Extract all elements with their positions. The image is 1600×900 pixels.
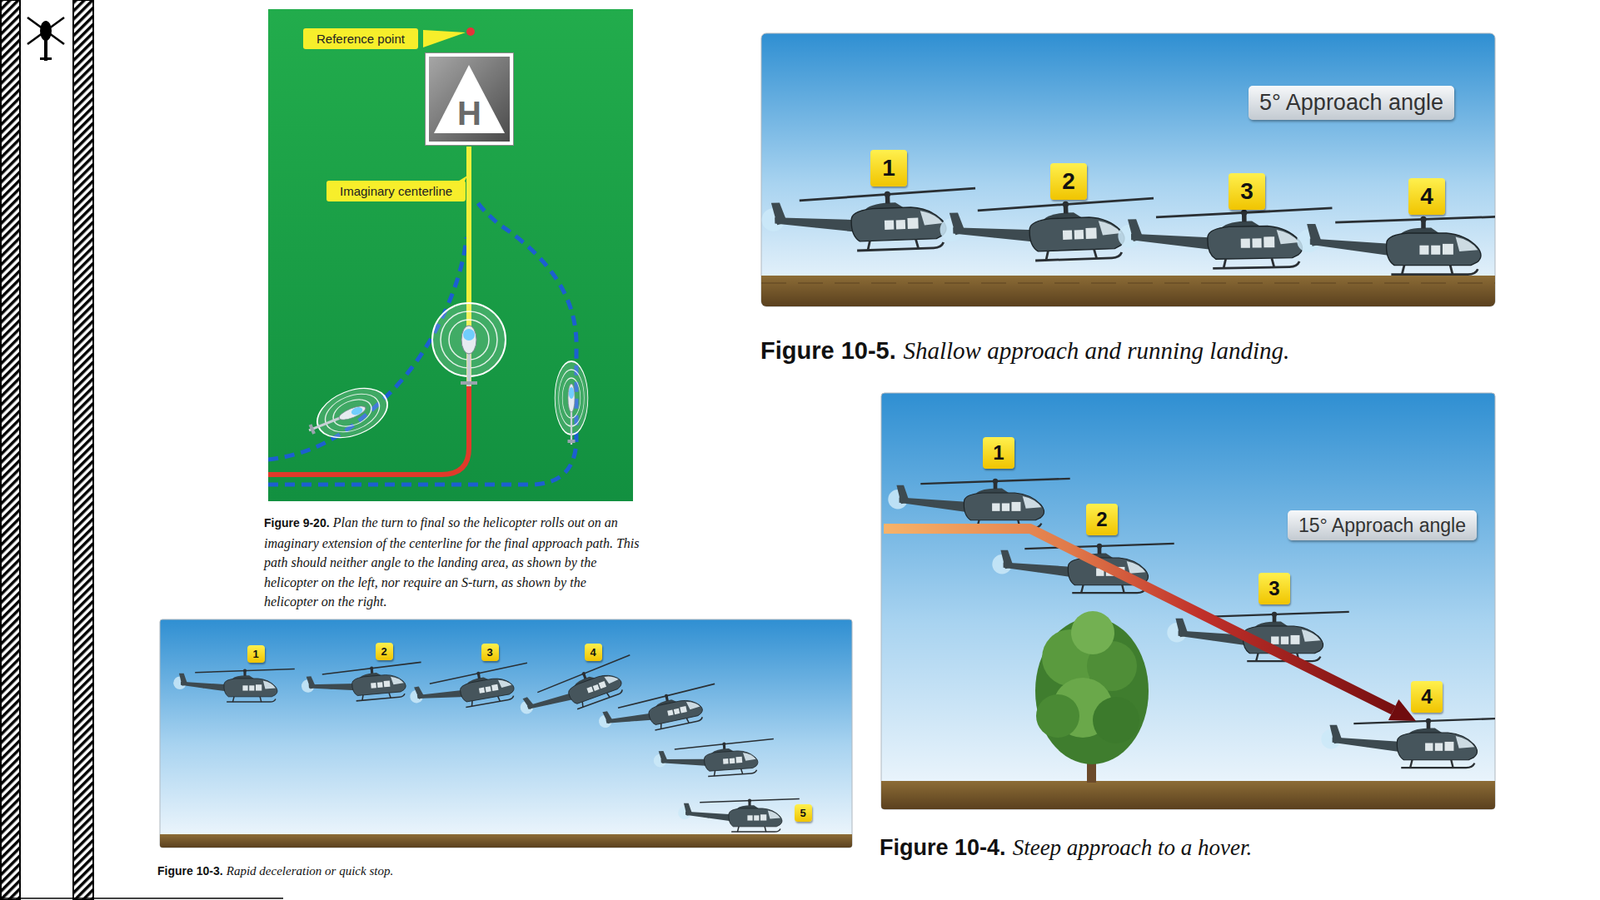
figure-number: Figure 10-4. — [879, 835, 1007, 861]
figure-10-5-panel — [761, 33, 1512, 307]
callout-tag: Reference point — [303, 28, 419, 50]
figure-10-3-panel — [159, 619, 853, 848]
callout-number: 3 — [481, 643, 499, 662]
figure-number: Figure 10-3. — [157, 864, 224, 878]
callout-number: 3 — [1228, 173, 1266, 210]
caption-text: Steep approach to a hover. — [1012, 835, 1253, 861]
illustration-part — [268, 27, 589, 485]
figure-10-4-panel — [881, 393, 1504, 810]
illustration-part — [883, 528, 1394, 711]
illustration-part — [0, 897, 284, 900]
illustration-part — [515, 655, 641, 728]
caption-text: Shallow approach and running landing. — [902, 337, 1290, 364]
illustration-part — [1036, 694, 1080, 738]
helicopter-icon — [27, 17, 65, 61]
illustration-part — [887, 478, 1070, 529]
illustration-part — [652, 738, 777, 781]
illustration-part — [1071, 611, 1115, 655]
caption-text: Rapid deceleration or quick stop. — [226, 864, 394, 878]
illustration-part — [39, 57, 52, 60]
helipad-box: H — [425, 53, 514, 145]
illustration-part — [159, 834, 853, 848]
illustration-part — [677, 799, 800, 833]
illustration-part — [268, 198, 577, 485]
callout-number: 1 — [247, 645, 265, 663]
illustration-part — [159, 619, 853, 848]
callout-number: 4 — [1410, 681, 1443, 713]
figure-number: Figure 10-5. — [760, 337, 897, 364]
illustration-part — [159, 655, 853, 848]
illustration-part — [73, 0, 94, 900]
callout-number: 4 — [584, 643, 603, 662]
approach-angle-text: 5° Approach angle — [1259, 89, 1444, 118]
illustration-part — [881, 781, 1496, 810]
illustration-part — [1296, 216, 1496, 275]
figure-9-20-panel — [268, 9, 634, 502]
callout-number: 1 — [870, 149, 908, 187]
approach-angle-text: 15° Approach angle — [1298, 513, 1466, 539]
callout-tag: Imaginary centerline — [326, 180, 466, 202]
figure-caption: Figure 10-3.Rapid deceleration or quick … — [157, 862, 394, 880]
illustration-part — [300, 662, 424, 706]
illustration-part — [466, 27, 475, 36]
illustration-part — [1092, 697, 1140, 744]
callout-number: 2 — [1086, 503, 1118, 536]
illustration-part — [1320, 718, 1496, 768]
illustration-part — [881, 478, 1496, 810]
illustration-part — [0, 0, 20, 900]
approach-angle-box: 15° Approach angle — [1287, 510, 1477, 542]
figure-number: Figure 9-20. — [264, 516, 330, 530]
callout-number: 4 — [1408, 178, 1446, 215]
illustration-part — [300, 378, 394, 451]
illustration-part — [761, 33, 1496, 307]
callout-number: 1 — [982, 437, 1015, 469]
approach-angle-box: 5° Approach angle — [1248, 85, 1455, 121]
figure-caption: Figure 10-5.Shallow approach and running… — [760, 335, 1290, 370]
figure-caption: Figure 9-20.Plan the turn to final so th… — [264, 513, 641, 613]
illustration-part — [173, 669, 295, 703]
illustration-part — [432, 303, 506, 387]
callout-number: 5 — [794, 804, 813, 823]
callout-number: 2 — [1050, 163, 1087, 200]
illustration-part — [554, 361, 589, 445]
helipad-letter: H — [428, 56, 510, 132]
illustration-part — [761, 282, 1496, 285]
illustration-part — [423, 29, 466, 48]
illustration-part — [1166, 612, 1349, 662]
callout-number: 2 — [375, 642, 394, 661]
callout-number: 3 — [1258, 573, 1291, 605]
illustration-part — [596, 683, 723, 742]
tree — [1035, 611, 1149, 765]
illustration-part — [268, 9, 634, 502]
illustration-part — [408, 662, 534, 717]
illustration-part — [761, 188, 1496, 307]
figure-caption: Figure 10-4.Steep approach to a hover. — [879, 833, 1252, 866]
illustration-part — [44, 37, 48, 61]
illustration-part — [761, 275, 1496, 307]
